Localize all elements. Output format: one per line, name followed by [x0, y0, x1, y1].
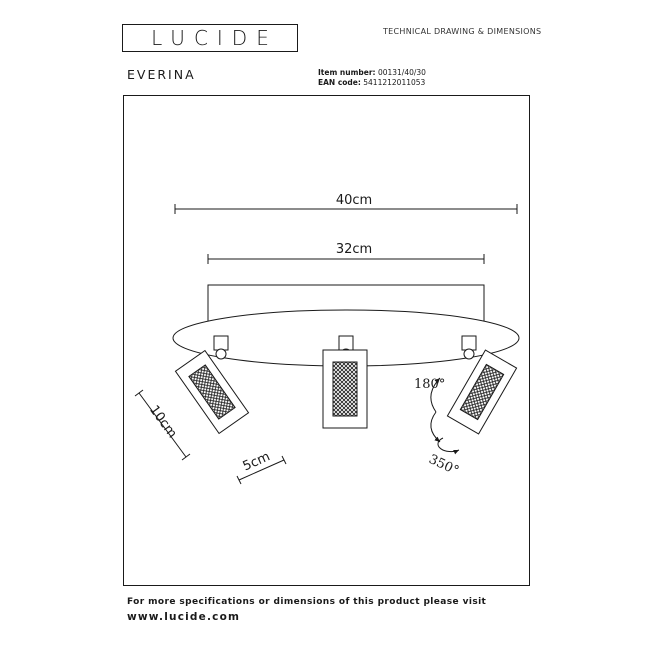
drawing-frame — [123, 95, 530, 586]
ean-label: EAN code: — [318, 78, 361, 87]
dimension-spot-width: 5cm — [236, 449, 287, 485]
item-number-value: 00131/40/30 — [377, 68, 426, 77]
dimension-base-width-label: 32cm — [336, 242, 372, 257]
ean-row: EAN code: 5411212011053 — [318, 78, 426, 88]
dimension-total-width: 40cm — [174, 193, 518, 214]
spot-left — [174, 335, 250, 435]
item-number-row: Item number: 00131/40/30 — [318, 68, 426, 78]
dimension-total-width-label: 40cm — [336, 193, 372, 208]
rotation-indicator: 350° — [426, 437, 461, 479]
spot-right-pivot — [463, 348, 475, 360]
spot-center-lens — [332, 361, 358, 417]
rotation-arrow — [437, 437, 460, 455]
spot-right — [446, 335, 518, 435]
rotation-angle-label: 350° — [426, 452, 461, 479]
spot-left-bracket — [213, 335, 229, 351]
footer-url[interactable]: www.lucide.com — [127, 611, 241, 623]
spot-right-bracket — [461, 335, 477, 351]
spot-right-lens — [459, 363, 505, 421]
spot-center — [322, 335, 368, 429]
tilt-arrow-up — [430, 377, 441, 413]
tilt-arrow-down — [430, 411, 441, 443]
tilt-indicator: 180° — [414, 377, 445, 443]
item-number-label: Item number: — [318, 68, 376, 77]
spot-left-pivot — [215, 348, 227, 360]
dimension-base-width: 32cm — [207, 242, 485, 264]
dimension-spot-length-label: 10cm — [146, 403, 180, 441]
dimension-spot-width-label: 5cm — [241, 449, 273, 474]
product-name: EVERINA — [127, 67, 196, 82]
brand-logo: LUCIDE — [122, 24, 298, 52]
product-meta: Item number: 00131/40/30 EAN code: 54112… — [318, 68, 426, 88]
footer-note: For more specifications or dimensions of… — [127, 597, 487, 607]
document-type-label: TECHNICAL DRAWING & DIMENSIONS — [383, 27, 542, 36]
spot-center-bracket — [338, 335, 354, 351]
spot-left-lens — [188, 364, 236, 420]
tilt-angle-label: 180° — [414, 377, 445, 392]
ean-value: 5411212011053 — [363, 78, 426, 87]
dimension-spot-length: 10cm — [134, 389, 191, 461]
